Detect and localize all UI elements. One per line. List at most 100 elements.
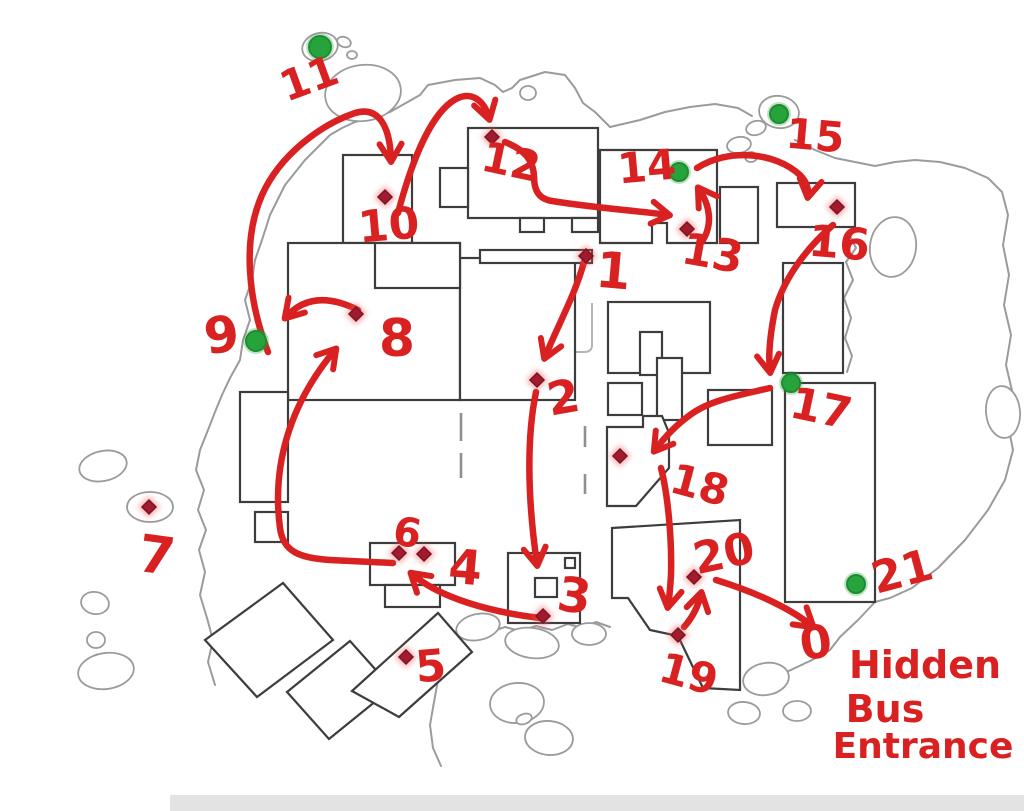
map-label-Bus: Bus [846, 687, 925, 731]
green-markers [243, 33, 868, 596]
map-label-3: 3 [554, 566, 595, 626]
map-label-0: 0 [796, 613, 835, 671]
diamond-marker-2 [528, 371, 546, 389]
diamond-marker-6 [390, 544, 408, 562]
diamond-marker-7 [140, 498, 158, 516]
bush-blob [346, 50, 358, 60]
building-rot-building-a [203, 581, 335, 699]
route-8-to-9 [281, 294, 362, 322]
map-label-5: 5 [413, 640, 448, 693]
route-13-to-14 [694, 184, 721, 244]
building-north-hall-arm [438, 166, 470, 209]
green-marker-15 [769, 104, 789, 124]
route-1-to-2 [537, 258, 588, 362]
map-label-9: 9 [200, 304, 243, 366]
green-marker-9 [245, 330, 267, 352]
green-marker-14 [669, 162, 689, 182]
bush-blob [336, 35, 352, 49]
bush-blob [86, 631, 106, 649]
bush-blob [782, 700, 812, 722]
map-label-17: 17 [786, 378, 856, 441]
map-label-Entrance: Entrance [833, 726, 1014, 767]
bush-blob [519, 85, 537, 101]
bush-blob [985, 385, 1021, 439]
map-label-20: 20 [689, 523, 759, 586]
bush-blob [524, 720, 574, 756]
diamond-marker-20 [685, 568, 703, 586]
bottom-band [170, 795, 1024, 811]
route-3-to-4 [407, 569, 544, 622]
route-16-to-17 [754, 221, 837, 376]
map-label-13: 13 [678, 223, 747, 284]
bush-blob [504, 626, 560, 660]
bush-blob [515, 712, 533, 726]
building-bldg-sq-g [706, 388, 774, 447]
route-14-to-16 [693, 151, 825, 201]
bush-blob [745, 119, 767, 137]
diamond-marker-13 [678, 220, 696, 238]
route-9-to-10 [246, 108, 405, 356]
map-label-Hidden: Hidden [849, 643, 1001, 687]
route-2-to-3 [520, 388, 549, 569]
building-bldg-east-mid [781, 261, 845, 375]
route-18-to-19 [656, 464, 685, 611]
map-label-8: 8 [379, 309, 415, 369]
route-arrows [246, 92, 837, 631]
map-label-15: 15 [784, 109, 847, 163]
building-north-hall-tab2 [570, 216, 600, 234]
map-label-4: 4 [446, 539, 484, 598]
green-marker-17 [781, 373, 801, 393]
map-label-14: 14 [615, 140, 678, 194]
diamond-marker-4 [415, 545, 433, 563]
building-north-hall-tab1 [518, 216, 546, 234]
diamond-marker-10 [376, 188, 394, 206]
building-bldg-narrow [655, 356, 684, 422]
bush-blob [78, 449, 128, 483]
route-19-to-20 [680, 589, 712, 631]
terrain-line [764, 139, 1014, 682]
building-bldg-sq-small [606, 381, 644, 417]
diamond-marker-12 [483, 128, 501, 146]
bush-blob [80, 590, 110, 616]
bottom-band-rect [170, 795, 1024, 811]
diamond-marker-16 [828, 198, 846, 216]
building-bldg-3-inner [533, 576, 559, 599]
map-label-10: 10 [356, 197, 421, 253]
diamond-marker-1 [577, 247, 595, 265]
route-10-to-12 [394, 92, 499, 217]
green-marker-21 [846, 574, 866, 594]
map-label-21: 21 [866, 539, 938, 604]
map-label-18: 18 [665, 454, 734, 516]
diamond-marker-19 [669, 626, 687, 644]
terrain-line [609, 103, 753, 128]
green-marker-11 [308, 35, 332, 59]
map-label-12: 12 [477, 132, 544, 192]
bush-blob [742, 661, 790, 697]
map-label-16: 16 [807, 215, 872, 271]
map-label-1: 1 [594, 241, 634, 302]
building-bldg-3-box [563, 556, 577, 570]
route-20-to-0 [712, 576, 817, 631]
diamond-marker-18 [611, 447, 629, 465]
route-12-to-13 [501, 138, 673, 227]
building-bldg-17-long [783, 381, 877, 604]
diamond-marker-5 [397, 648, 415, 666]
bush-blob [324, 63, 402, 123]
building-main-hall-notch [373, 241, 462, 290]
diamond-marker-8 [347, 305, 365, 323]
building-bldg-13-annex [718, 185, 760, 245]
bush-blob [868, 216, 918, 278]
map-label-2: 2 [543, 368, 584, 427]
bush-blob [727, 701, 761, 725]
bush-blob [77, 651, 135, 691]
route-17-to-18 [650, 384, 774, 455]
terrain-line [195, 71, 611, 686]
bush-blob [571, 622, 607, 646]
building-wall-1 [478, 248, 594, 265]
diamond-markers [138, 126, 848, 668]
map-label-7: 7 [134, 524, 178, 588]
diamond-marker-3 [534, 607, 552, 625]
